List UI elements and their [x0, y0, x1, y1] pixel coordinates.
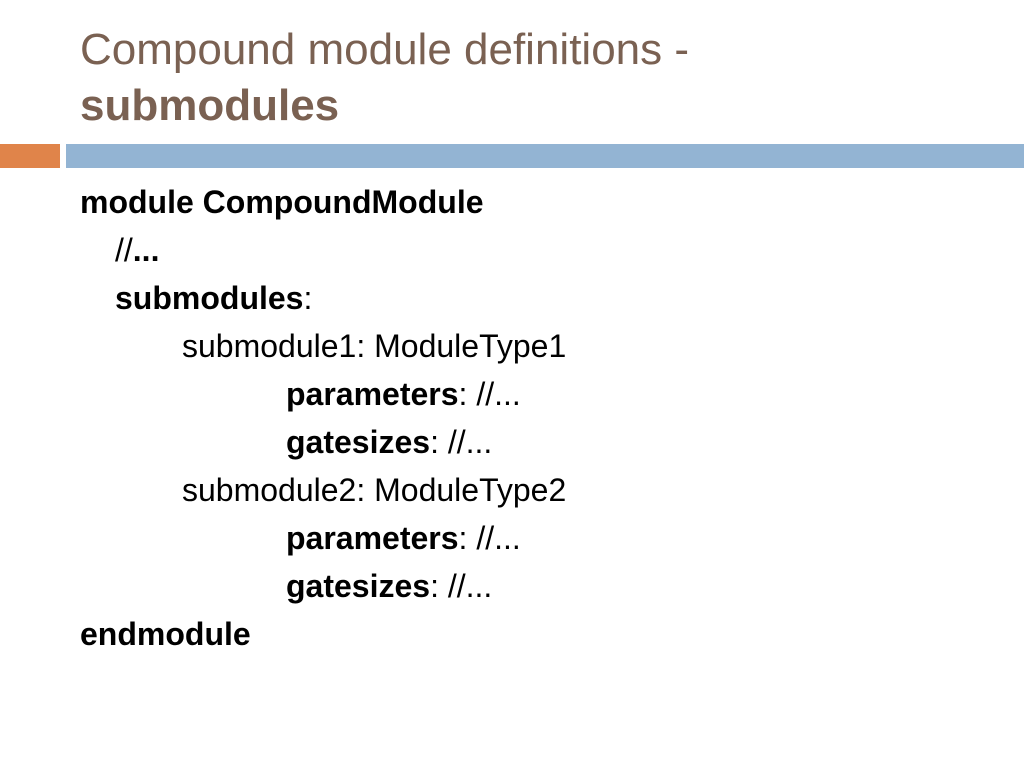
submodule1-gatesizes-line: gatesizes: //...: [80, 418, 1000, 466]
module-declaration: module CompoundModule: [80, 184, 484, 220]
submodule1-parameters-line: parameters: //...: [80, 370, 1000, 418]
submodule1-parameters-keyword: parameters: [286, 376, 459, 412]
endmodule-keyword: endmodule: [80, 616, 251, 652]
submodule2-parameters-rest: : //...: [458, 520, 521, 556]
submodule2-gatesizes-rest: : //...: [430, 568, 493, 604]
submodules-keyword: submodules: [115, 280, 304, 316]
accent-bar-orange: [0, 144, 60, 168]
title-line-1: Compound module definitions -: [80, 25, 690, 74]
submodule1-parameters-rest: : //...: [458, 376, 521, 412]
submodule2-parameters-line: parameters: //...: [80, 514, 1000, 562]
comment-ellipsis: ...: [132, 232, 160, 268]
slide-title: Compound module definitions - submodules: [80, 22, 980, 134]
submodules-colon: :: [303, 280, 313, 316]
comment-prefix: //: [115, 232, 133, 268]
submodule2-parameters-keyword: parameters: [286, 520, 459, 556]
submodule1-gatesizes-keyword: gatesizes: [286, 424, 431, 460]
accent-bar-blue: [66, 144, 1024, 168]
submodule2-gatesizes-line: gatesizes: //...: [80, 562, 1000, 610]
submodule1-gatesizes-rest: : //...: [430, 424, 493, 460]
comment-line: //...: [80, 226, 1000, 274]
submodule1-declaration: submodule1: ModuleType1: [182, 328, 567, 364]
title-line-2: submodules: [80, 81, 340, 130]
submodule2-gatesizes-keyword: gatesizes: [286, 568, 431, 604]
submodule2-declaration: submodule2: ModuleType2: [182, 472, 567, 508]
code-block: module CompoundModule //... submodules : …: [80, 178, 1000, 658]
submodules-line: submodules:: [80, 274, 1000, 322]
